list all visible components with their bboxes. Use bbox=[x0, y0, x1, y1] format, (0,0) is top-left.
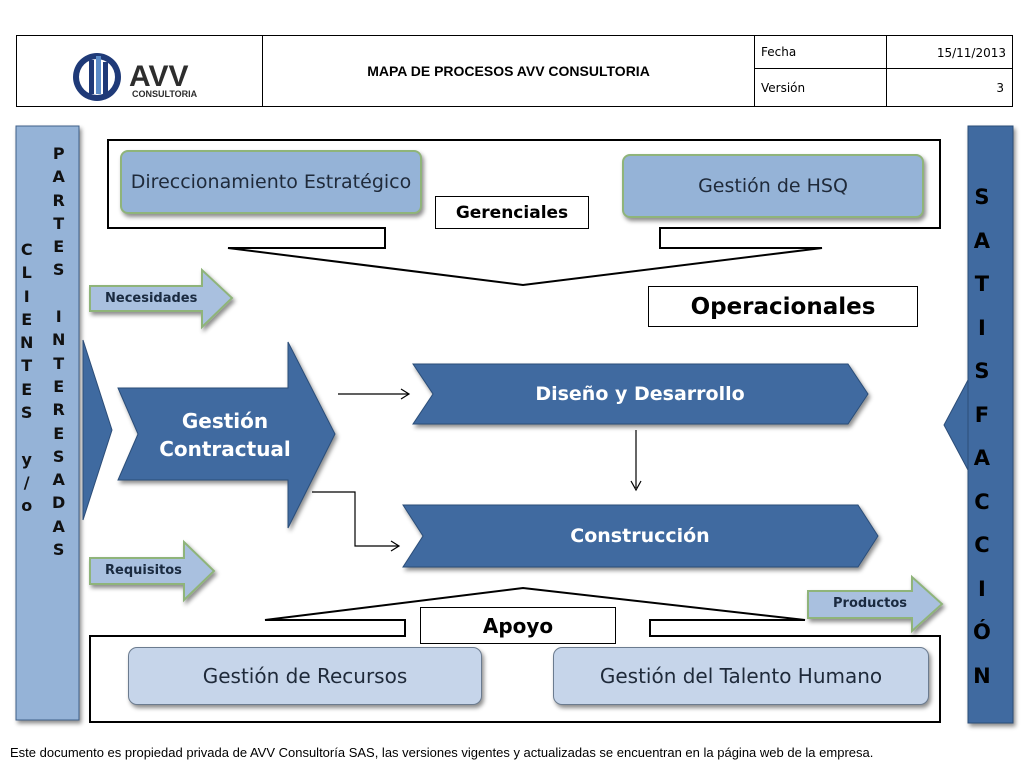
gestion-recursos-box[interactable]: Gestión de Recursos bbox=[128, 647, 482, 705]
left-column-panel bbox=[15, 125, 80, 721]
page-title: MAPA DE PROCESOS AVV CONSULTORIA bbox=[367, 63, 650, 79]
clientes-letter: o bbox=[21, 496, 33, 516]
gestion-talento-label: Gestión del Talento Humano bbox=[599, 664, 883, 688]
gestion-hsq-label: Gestión de HSQ bbox=[698, 175, 848, 197]
clientes-letter: N bbox=[20, 333, 34, 353]
satisfaccion-letter: N bbox=[973, 663, 991, 688]
logo-cell: AVV CONSULTORIA bbox=[17, 36, 263, 106]
clientes-letter: E bbox=[21, 309, 33, 329]
partes-letter: S bbox=[52, 260, 65, 280]
gestion-talento-box[interactable]: Gestión del Talento Humano bbox=[553, 647, 929, 705]
partes-letter: I bbox=[55, 307, 62, 327]
construccion-chevron bbox=[402, 504, 879, 568]
logo-text: AVV bbox=[129, 60, 188, 93]
satisfaccion-letter: S bbox=[974, 359, 990, 383]
right-column-arrow bbox=[943, 379, 969, 471]
footer-note: Este documento es propiedad privada de A… bbox=[10, 745, 874, 760]
fecha-label: Fecha bbox=[761, 45, 797, 59]
necesidades-arrow bbox=[89, 267, 234, 330]
partes-letter: S bbox=[52, 446, 65, 466]
partes-letter bbox=[56, 282, 62, 305]
apoyo-label: Apoyo bbox=[420, 607, 616, 644]
necesidades-label: Necesidades bbox=[105, 291, 198, 306]
clientes-letter: / bbox=[23, 472, 30, 492]
left-column-arrow bbox=[82, 339, 113, 521]
satisfaccion-letter: I bbox=[978, 576, 986, 601]
direccionamiento-label: Direccionamiento Estratégico bbox=[130, 171, 412, 193]
fecha-label-cell: Fecha bbox=[755, 36, 887, 69]
right-column-panel bbox=[967, 125, 1014, 724]
version-label-cell: Versión bbox=[755, 69, 887, 106]
partes-letter: N bbox=[52, 330, 66, 350]
satisfaccion-letter: A bbox=[973, 446, 991, 470]
partes-letter: A bbox=[52, 470, 65, 490]
avv-logo: AVV CONSULTORIA bbox=[73, 53, 198, 101]
diseno-label: Diseño y Desarrollo bbox=[535, 383, 745, 405]
title-cell: MAPA DE PROCESOS AVV CONSULTORIA bbox=[263, 36, 755, 106]
clientes-letter: I bbox=[23, 286, 30, 306]
satisfaccion-letter: C bbox=[974, 533, 990, 557]
clientes-letter: y bbox=[21, 449, 32, 469]
construccion-label: Construcción bbox=[570, 525, 710, 547]
partes-letter: P bbox=[52, 144, 65, 163]
gerenciales-label: Gerenciales bbox=[435, 196, 589, 229]
satisfaccion-letter: A bbox=[973, 228, 991, 253]
gestion-hsq-box[interactable]: Gestión de HSQ bbox=[622, 154, 924, 218]
partes-letter: S bbox=[52, 540, 65, 560]
partes-letter: R bbox=[52, 190, 65, 210]
partes-letter: A bbox=[52, 516, 65, 536]
gestion-contractual-label: Gestión Contractual bbox=[159, 409, 291, 461]
requisitos-arrow bbox=[89, 539, 216, 603]
version-value-cell: 3 bbox=[887, 69, 1012, 106]
diseno-chevron bbox=[412, 363, 869, 425]
partes-letter: T bbox=[53, 213, 65, 233]
gestion-contractual-arrow bbox=[117, 341, 336, 529]
satisfaccion-letter: C bbox=[974, 489, 990, 514]
satisfaccion-letter: S bbox=[974, 185, 990, 209]
clientes-letter: E bbox=[21, 379, 33, 399]
fecha-value: 15/11/2013 bbox=[936, 46, 1006, 60]
clientes-letter: C bbox=[20, 240, 33, 259]
connector-3 bbox=[312, 491, 398, 547]
header-table: AVV CONSULTORIA MAPA DE PROCESOS AVV CON… bbox=[16, 35, 1013, 107]
operacionales-label: Operacionales bbox=[648, 286, 918, 327]
partes-letter: E bbox=[53, 376, 65, 396]
satisfaccion-letter: T bbox=[974, 272, 990, 296]
partes-letter: E bbox=[53, 423, 65, 443]
satisfaccion-letter: I bbox=[978, 315, 986, 340]
clientes-letter bbox=[24, 424, 30, 447]
logo-subtext: CONSULTORIA bbox=[132, 89, 198, 99]
productos-arrow bbox=[807, 574, 944, 634]
clientes-letter: L bbox=[21, 263, 32, 283]
clientes-letter: T bbox=[21, 356, 33, 376]
direccionamiento-box[interactable]: Direccionamiento Estratégico bbox=[120, 150, 422, 214]
satisfaccion-letter: F bbox=[974, 402, 990, 427]
gestion-recursos-label: Gestión de Recursos bbox=[202, 664, 408, 688]
partes-letter: R bbox=[52, 400, 65, 420]
fecha-value-cell: 15/11/2013 bbox=[887, 36, 1012, 69]
clientes-letter: S bbox=[20, 403, 33, 423]
requisitos-label: Requisitos bbox=[105, 563, 182, 578]
version-label: Versión bbox=[761, 81, 806, 95]
version-value: 3 bbox=[996, 81, 1004, 95]
partes-letter: D bbox=[52, 493, 66, 513]
satisfaccion-letter: Ó bbox=[973, 620, 991, 644]
partes-letter: E bbox=[53, 237, 65, 257]
partes-letter: T bbox=[53, 353, 65, 373]
productos-label: Productos bbox=[833, 596, 908, 611]
partes-letter: A bbox=[52, 167, 65, 187]
